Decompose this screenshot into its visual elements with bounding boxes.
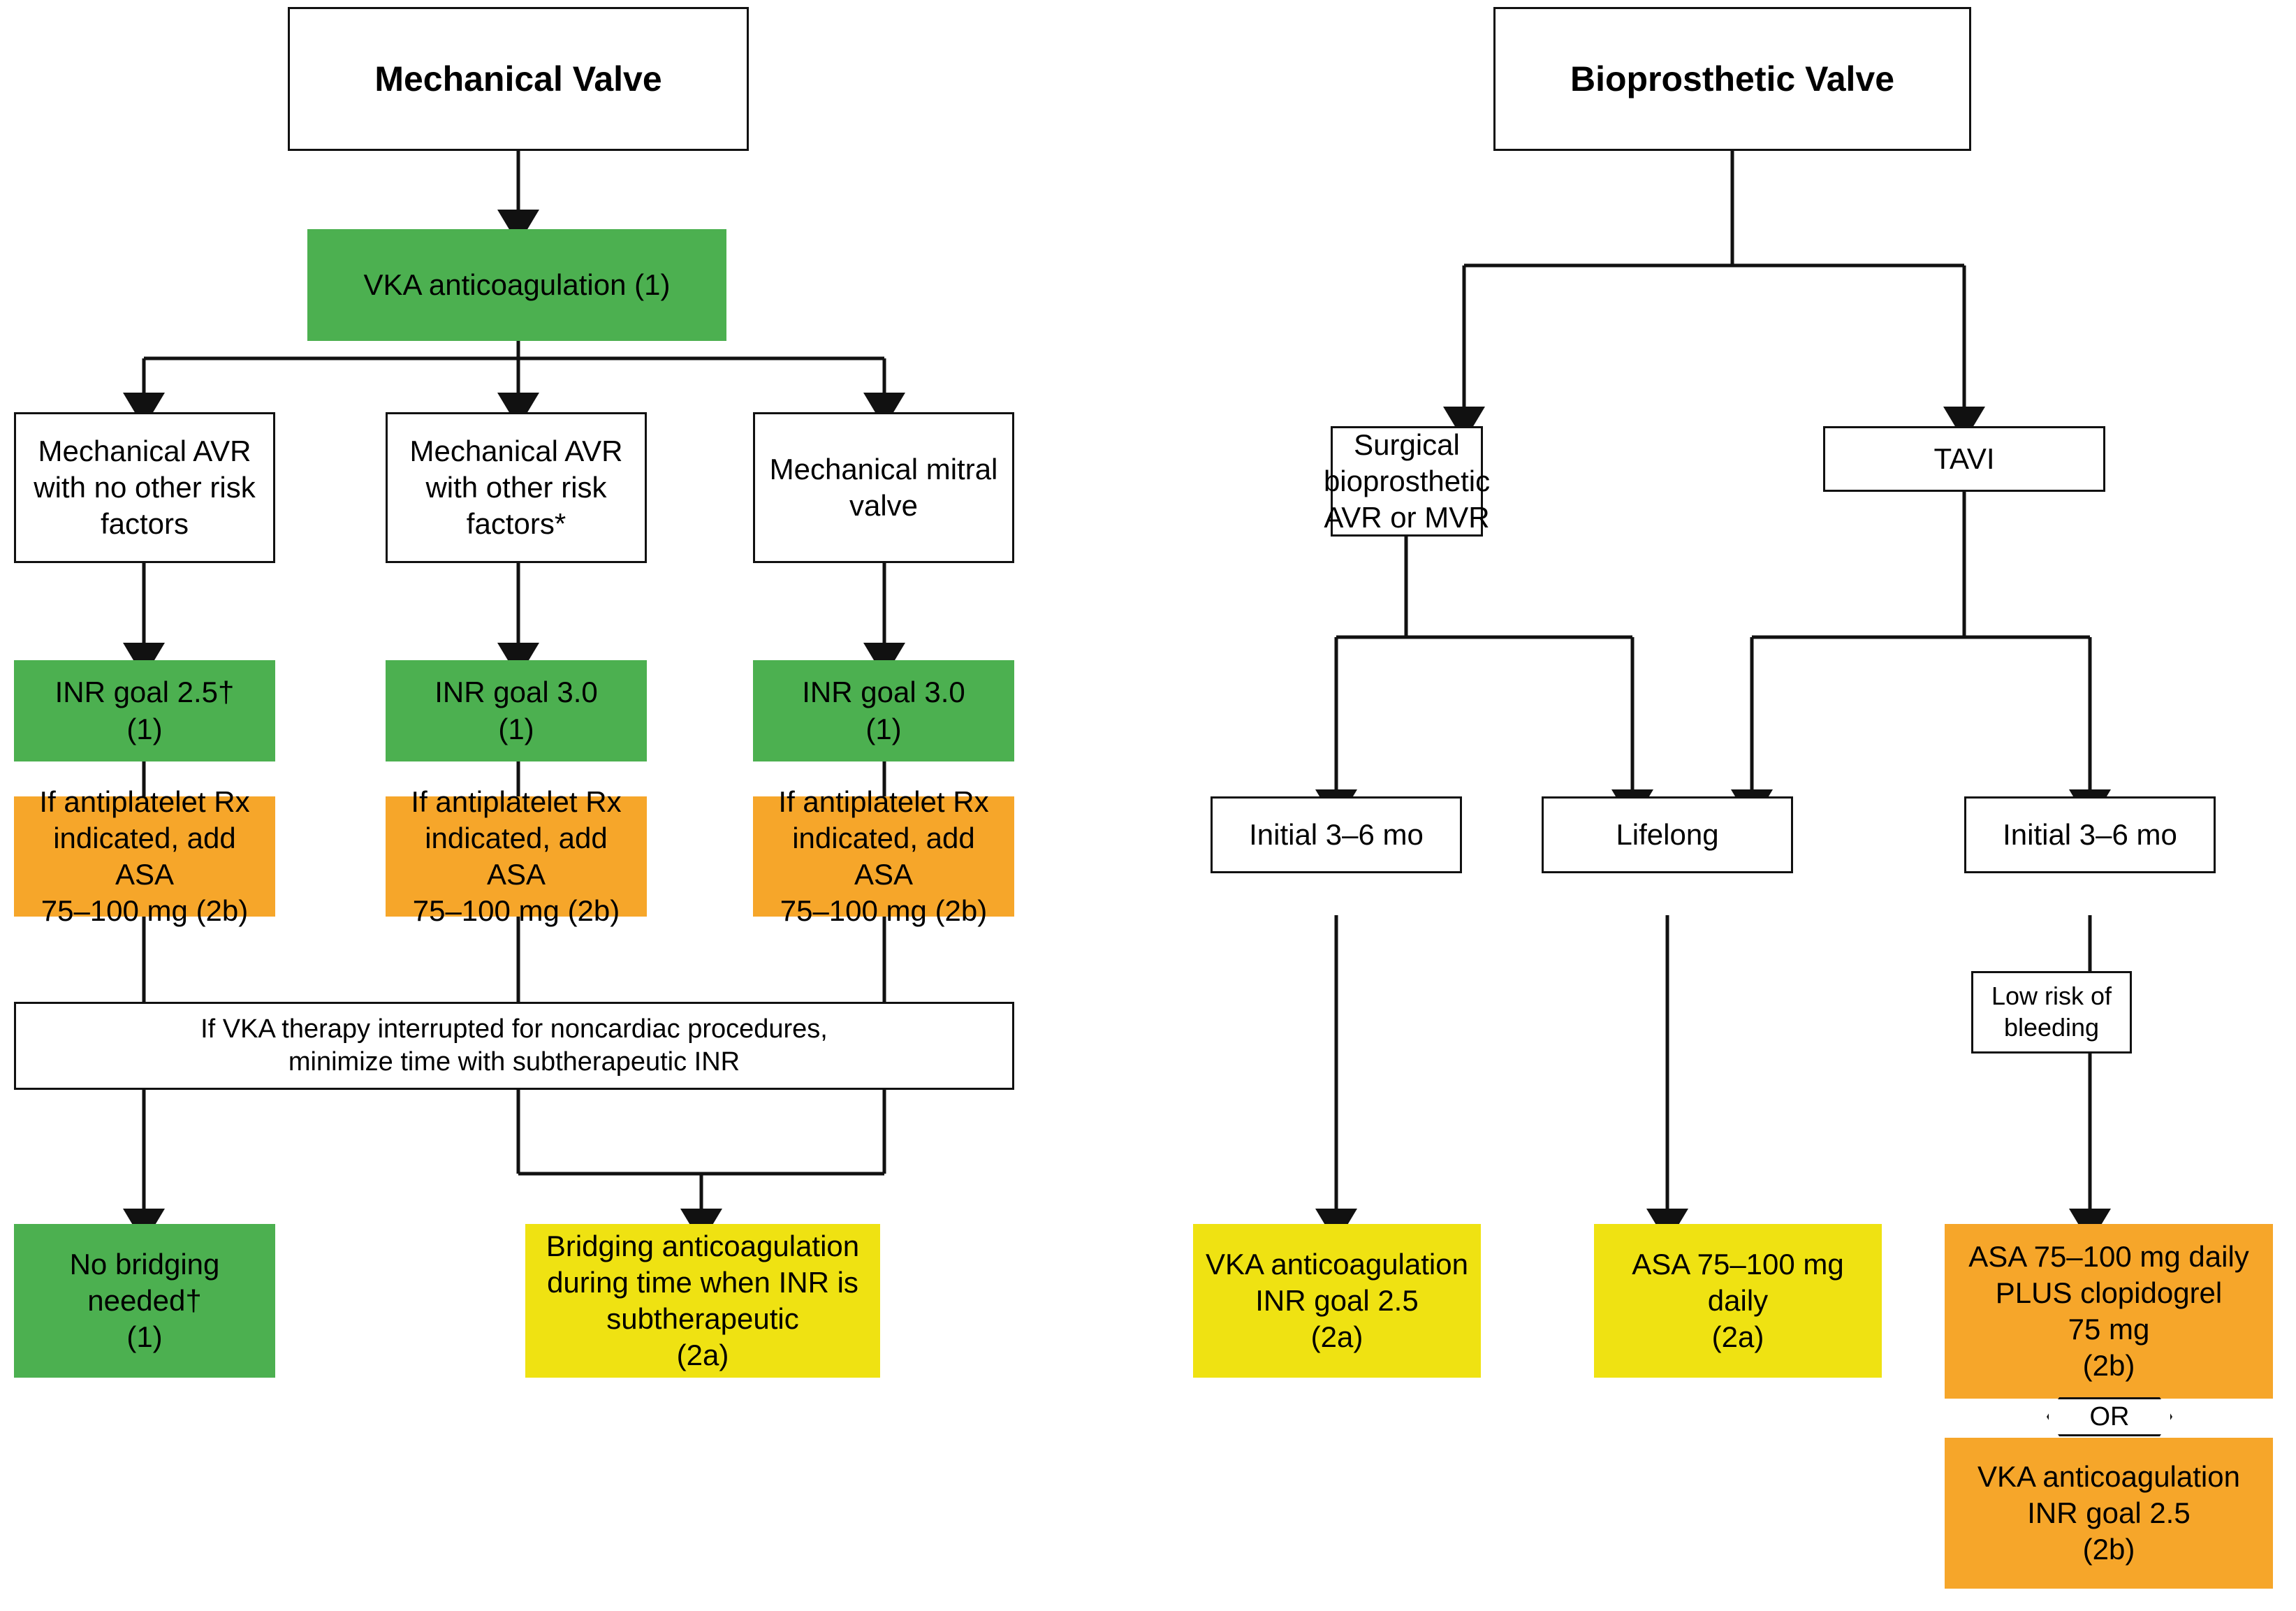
procedure-tavi: TAVI [1823, 426, 2105, 492]
inr-goal-mitral: INR goal 3.0 (1) [753, 660, 1014, 761]
left-branch-title: Mechanical Valve [288, 7, 749, 151]
duration-lifelong: Lifelong [1542, 796, 1793, 873]
vka-interruption-note: If VKA therapy interrupted for noncardia… [14, 1002, 1014, 1090]
right-branch-title: Bioprosthetic Valve [1493, 7, 1971, 151]
duration-initial-3-6-mo-surgical: Initial 3–6 mo [1211, 796, 1462, 873]
condition-mechanical-avr-other-risk: Mechanical AVR with other risk factors* [386, 412, 647, 563]
antiplatelet-note-avr-no-risk: If antiplatelet Rx indicated, add ASA 75… [14, 785, 275, 927]
therapy-asa-daily-lifelong: ASA 75–100 mg daily (2a) [1594, 1224, 1882, 1378]
outcome-no-bridging: No bridging needed† (1) [14, 1224, 275, 1378]
condition-mechanical-avr-no-risk: Mechanical AVR with no other risk factor… [14, 412, 275, 563]
therapy-asa-plus-clopidogrel: ASA 75–100 mg daily PLUS clopidogrel 75 … [1945, 1224, 2273, 1399]
therapy-vka-inr-2-5-tavi: VKA anticoagulation INR goal 2.5 (2b) [1945, 1438, 2273, 1589]
or-connector: OR [2047, 1397, 2172, 1436]
procedure-surgical-bioprosthetic: Surgical bioprosthetic AVR or MVR [1324, 426, 1490, 537]
antiplatelet-note-mitral: If antiplatelet Rx indicated, add ASA 75… [753, 785, 1014, 927]
modifier-low-risk-of-bleeding: Low risk of bleeding [1971, 971, 2132, 1054]
inr-goal-avr-other-risk: INR goal 3.0 (1) [386, 660, 647, 761]
condition-mechanical-mitral-valve: Mechanical mitral valve [753, 412, 1014, 563]
therapy-vka-inr-2-5-surgical: VKA anticoagulation INR goal 2.5 (2a) [1193, 1224, 1481, 1378]
duration-initial-3-6-mo-tavi: Initial 3–6 mo [1964, 796, 2216, 873]
outcome-bridging-anticoagulation: Bridging anticoagulation during time whe… [525, 1224, 880, 1378]
antiplatelet-note-avr-other-risk: If antiplatelet Rx indicated, add ASA 75… [386, 785, 647, 927]
inr-goal-avr-no-risk: INR goal 2.5† (1) [14, 660, 275, 761]
left-vka-anticoagulation-box: VKA anticoagulation (1) [307, 229, 726, 341]
